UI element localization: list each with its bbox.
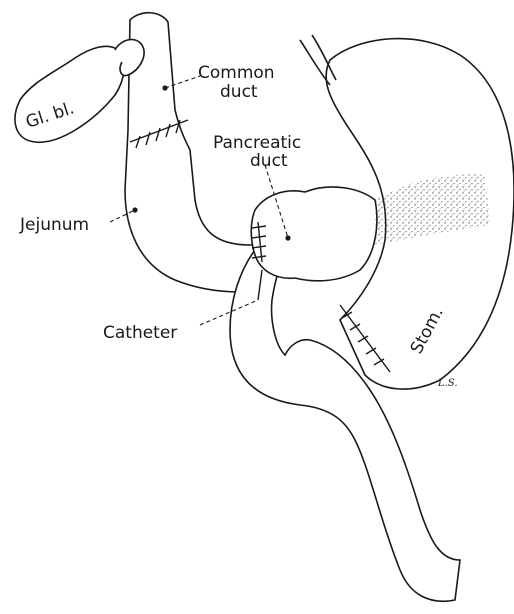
label-pancreatic-duct-line1: Pancreatic xyxy=(213,133,301,153)
label-jejunum: Jejunum xyxy=(19,215,89,235)
label-common-duct-line2: duct xyxy=(220,82,258,102)
label-common-duct-line1: Common xyxy=(198,63,275,83)
artist-signature: L.S. xyxy=(437,378,458,389)
label-pancreatic-duct-line2: duct xyxy=(250,151,288,171)
label-catheter: Catheter xyxy=(103,323,177,343)
